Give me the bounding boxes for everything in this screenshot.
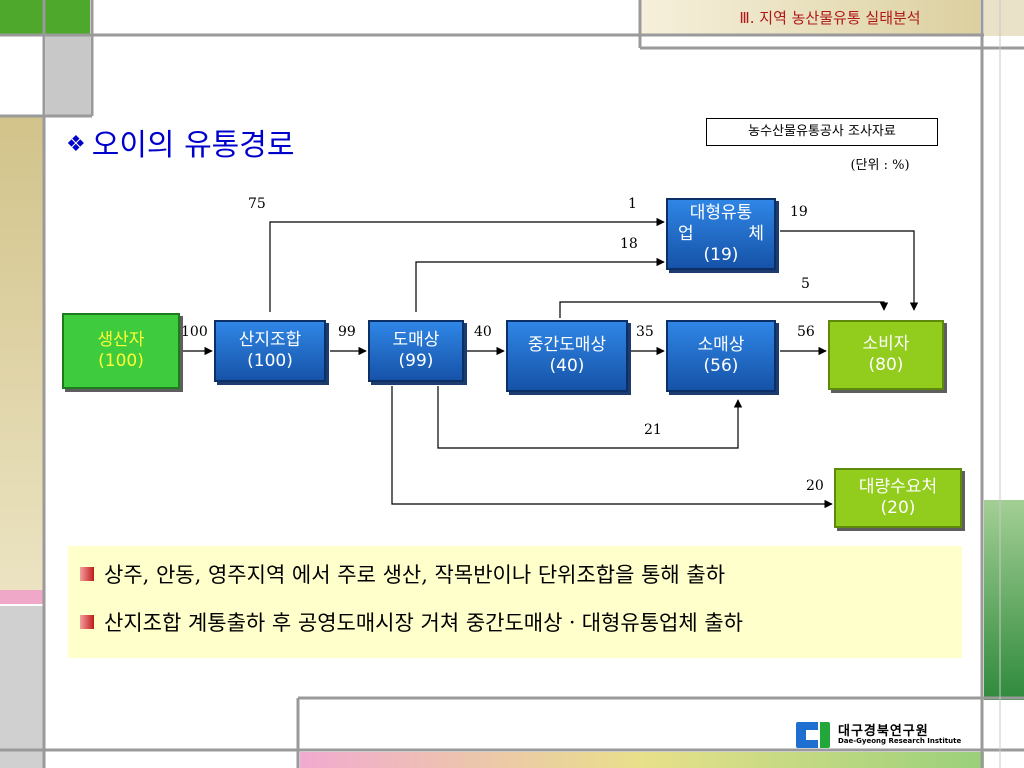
node-coop-name: 산지조합 xyxy=(238,330,302,350)
arrow-wholesaler-large xyxy=(415,257,665,312)
node-large-distributor-name-2: 업 체 xyxy=(678,224,764,245)
note-item: 산지조합 계통출하 후 공영도매시장 거쳐 중간도매상ㆍ대형유통업체 출하 xyxy=(80,602,962,642)
node-mid-wholesaler-name: 중간도매상 xyxy=(527,335,607,355)
frame-left-strip-pink xyxy=(0,590,44,604)
node-large-distributor-char-1: 업 xyxy=(678,223,694,244)
frame-gray-square xyxy=(46,36,90,116)
note-text: 산지조합 계통출하 후 공영도매시장 거쳐 중간도매상ㆍ대형유통업체 출하 xyxy=(104,611,743,635)
node-large-distributor-value: (19) xyxy=(703,244,739,265)
node-large-distributor: 대형유통 업 체 (19) xyxy=(666,198,776,270)
node-retailer-value: (56) xyxy=(703,356,739,376)
node-large-distributor-name: 대형유통 xyxy=(689,202,753,223)
frame-bottom-band xyxy=(300,752,984,768)
institute-name-kr: 대구경북연구원 xyxy=(838,724,929,739)
flow-label-coop-wholesaler: 99 xyxy=(338,324,356,340)
flow-label-coop-large: 75 xyxy=(248,196,266,212)
node-mid-wholesaler: 중간도매상 (40) xyxy=(506,320,628,392)
institute-logo-icon xyxy=(796,722,830,748)
node-coop: 산지조합 (100) xyxy=(214,320,326,382)
arrow-mid-consumer xyxy=(559,301,889,318)
frame-right-green-strip xyxy=(984,500,1024,700)
flow-label-wholesaler-bulk: 20 xyxy=(806,478,824,494)
node-retailer-name: 소매상 xyxy=(697,335,745,355)
node-wholesaler: 도매상 (99) xyxy=(368,320,464,382)
arrow-large-consumer xyxy=(780,230,919,311)
page-title: ❖오이의 유통경로 xyxy=(66,120,294,164)
node-bulk-buyer-value: (20) xyxy=(880,498,916,518)
title-text: 오이의 유통경로 xyxy=(91,128,295,163)
node-producer-name: 생산자 xyxy=(97,330,145,350)
note-text: 상주, 안동, 영주지역 에서 주로 생산, 작목반이나 단위조합을 통해 출하 xyxy=(104,563,726,587)
flow-label-wholesaler-large: 18 xyxy=(620,236,638,252)
red-square-bullet-icon xyxy=(80,615,94,629)
node-producer: 생산자 (100) xyxy=(62,313,180,389)
node-wholesaler-value: (99) xyxy=(398,351,434,371)
node-large-distributor-char-2: 체 xyxy=(748,223,764,244)
frame-left-strip-gray xyxy=(0,606,44,768)
node-coop-value: (100) xyxy=(247,351,293,371)
arrow-wholesaler-bulk xyxy=(391,386,833,509)
node-bulk-buyer-name: 대량수요처 xyxy=(858,477,938,497)
frame-left-strip-tan xyxy=(0,116,44,592)
node-consumer: 소비자 (80) xyxy=(828,320,944,390)
flow-label-mid-large: 1 xyxy=(628,196,637,212)
arrow-wholesaler-retailer xyxy=(437,386,743,449)
note-item: 상주, 안동, 영주지역 에서 주로 생산, 작목반이나 단위조합을 통해 출하 xyxy=(80,554,962,594)
section-title: Ⅲ. 지역 농산물유통 실태분석 xyxy=(739,9,921,27)
node-mid-wholesaler-value: (40) xyxy=(549,356,585,376)
arrow-coop-large xyxy=(269,217,665,312)
node-producer-value: (100) xyxy=(98,351,144,371)
institute-name-en: Dae-Gyeong Research Institute xyxy=(838,737,962,745)
flow-label-producer-coop: 100 xyxy=(181,324,208,340)
flow-label-mid-retailer: 35 xyxy=(636,324,654,340)
flow-label-wholesaler-retailer: 21 xyxy=(644,422,662,438)
flow-label-large-consumer: 19 xyxy=(790,204,808,220)
frame-right-top-block xyxy=(984,0,1024,36)
node-bulk-buyer: 대량수요처 (20) xyxy=(834,468,962,528)
node-consumer-name: 소비자 xyxy=(862,334,910,354)
node-retailer: 소매상 (56) xyxy=(666,320,776,392)
red-square-bullet-icon xyxy=(80,567,94,581)
institute-logo: 대구경북연구원 Dae-Gyeong Research Institute xyxy=(794,718,980,752)
unit-label: (단위 : %) xyxy=(850,158,910,173)
flow-label-retailer-consumer: 56 xyxy=(797,324,815,340)
frame-header-band xyxy=(640,0,980,34)
title-bullet-icon: ❖ xyxy=(66,132,86,157)
node-consumer-value: (80) xyxy=(868,355,904,375)
flow-label-mid-consumer: 5 xyxy=(801,276,810,292)
notes-panel: 상주, 안동, 영주지역 에서 주로 생산, 작목반이나 단위조합을 통해 출하… xyxy=(68,546,962,658)
source-box: 농수산물유통공사 조사자료 xyxy=(706,118,938,146)
flow-label-wholesaler-mid: 40 xyxy=(474,324,492,340)
node-wholesaler-name: 도매상 xyxy=(392,330,440,350)
